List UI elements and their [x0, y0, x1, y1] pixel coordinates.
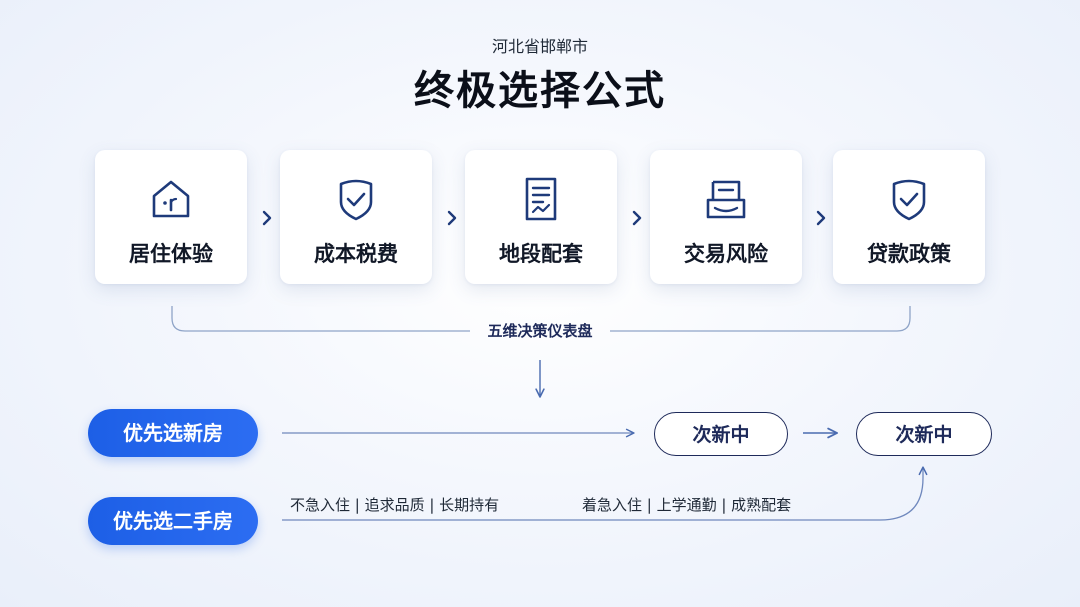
tags-right: 着急入住 | 上学通勤 | 成熟配套	[582, 496, 792, 514]
chevron-right-icon	[262, 210, 272, 226]
dashboard-label: 五维决策仪表盘	[487, 322, 593, 340]
page-title: 终极选择公式	[414, 68, 666, 114]
factor-label: 贷款政策	[867, 242, 951, 266]
shield-check-icon	[339, 179, 373, 221]
second-hand-button[interactable]: 优先选二手房	[88, 497, 258, 545]
factor-card-risk[interactable]: 交易风险	[650, 150, 802, 284]
document-chart-icon	[525, 177, 557, 221]
sub-new-pill-1[interactable]: 次新中	[654, 412, 788, 456]
chevron-right-icon	[447, 210, 457, 226]
house-icon	[152, 180, 190, 218]
factor-card-loan[interactable]: 贷款政策	[833, 150, 985, 284]
factor-label: 交易风险	[684, 242, 768, 266]
factor-label: 地段配套	[499, 242, 583, 266]
inbox-tray-icon	[706, 180, 746, 219]
shield-check-icon	[892, 179, 926, 221]
tags-left: 不急入住 | 追求品质 | 长期持有	[290, 496, 500, 514]
dashboard-bracket-left	[171, 306, 470, 332]
dashboard-bracket-right	[610, 306, 911, 332]
region-subtitle: 河北省邯郸市	[491, 37, 588, 56]
factor-label: 居住体验	[129, 242, 213, 266]
factor-label: 成本税费	[314, 242, 398, 266]
factor-card-cost[interactable]: 成本税费	[280, 150, 432, 284]
chevron-right-icon	[816, 210, 826, 226]
chevron-right-icon	[632, 210, 642, 226]
factor-card-location[interactable]: 地段配套	[465, 150, 617, 284]
second-hand-arrow	[282, 466, 928, 521]
new-house-button[interactable]: 优先选新房	[88, 409, 258, 457]
factor-card-living[interactable]: 居住体验	[95, 150, 247, 284]
sub-new-pill-2[interactable]: 次新中	[856, 412, 992, 456]
